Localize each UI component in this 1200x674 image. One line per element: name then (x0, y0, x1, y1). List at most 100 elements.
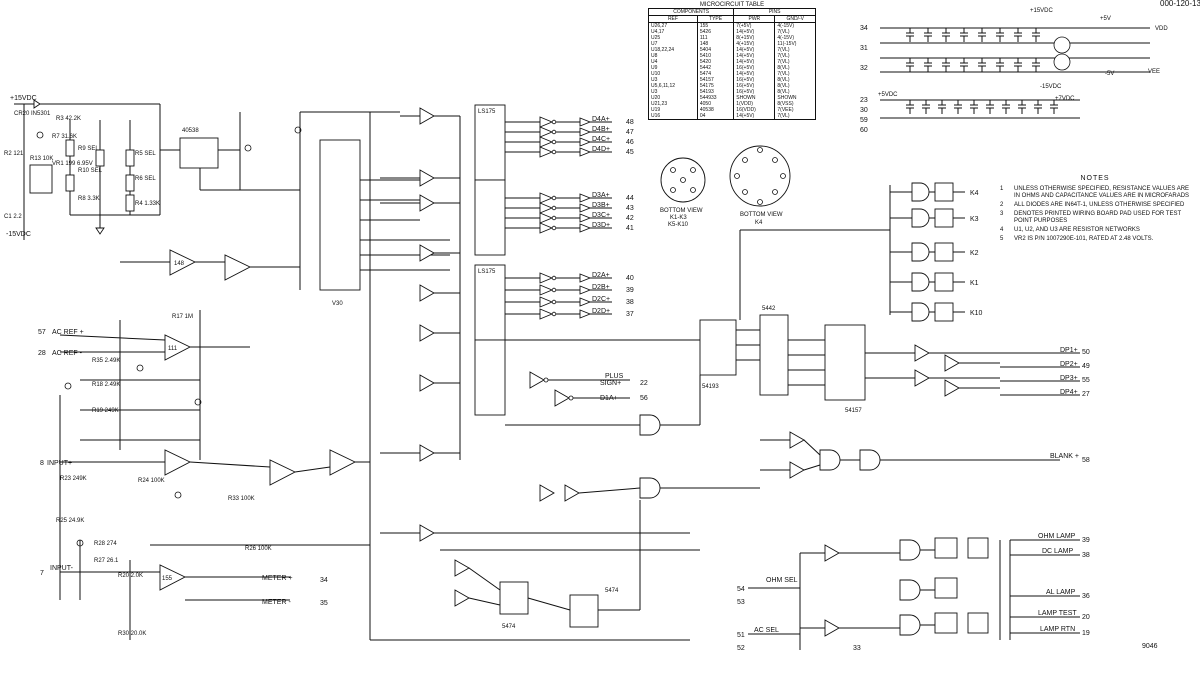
u19-switch: 40538 (160, 112, 300, 191)
note-text: ALL DIODES ARE IN64T-1, UNLESS OTHERWISE… (1014, 202, 1185, 208)
k4-caption2: K4 (755, 220, 763, 226)
table-cell: 8(VL) (774, 89, 816, 95)
lamp-rtn-pin: 19 (1082, 630, 1090, 637)
buffer-icon (579, 213, 592, 223)
table-cell: SHOWN (733, 95, 776, 101)
table-cell: 4(-15V) (774, 35, 816, 41)
part-r9: R9 SEL (78, 146, 99, 152)
pin-59: 59 (860, 117, 868, 124)
table-cell: 54157 (696, 77, 735, 83)
table-cell: 7(VL) (774, 59, 816, 65)
supply-m15-left: -15VDC (6, 231, 31, 238)
part-r10: R10 SEL (78, 168, 103, 174)
supply-p15-top: +15VDC (1030, 8, 1054, 14)
table-cell: 11(-15V) (774, 41, 816, 47)
dp3-pin: 55 (1082, 377, 1090, 384)
relay-coil-icon (934, 242, 954, 262)
digit-output-pin: 37 (626, 311, 634, 318)
inverter-icon (539, 272, 554, 284)
table-cell: 54193 (696, 89, 735, 95)
pin-54: 54 (737, 586, 745, 593)
microcircuit-table: MICROCIRCUIT TABLE COMPONENTS PINS REF T… (647, 2, 816, 120)
table-cell: 5442 (696, 65, 735, 71)
dp4-label: DP4+ (1060, 389, 1078, 396)
table-cell: 5404 (696, 47, 735, 53)
pin-60: 60 (860, 127, 868, 134)
pin-51: 51 (737, 632, 745, 639)
u15-type: 54157 (845, 408, 862, 414)
supply-p5vdc: +5VDC (878, 92, 898, 98)
input-m-label: INPUT- (50, 565, 74, 572)
dc-lamp-label: DC LAMP (1042, 548, 1073, 555)
u3-type: 54193 (702, 384, 719, 390)
u6-type: LS175 (478, 109, 496, 115)
table-cell: 14(+5V) (733, 71, 776, 77)
relay-coil-icon (934, 208, 954, 228)
relay-label: K1 (970, 280, 979, 287)
table-cell: 14(+5V) (733, 113, 776, 120)
table-cell: 8(+15V) (733, 35, 776, 41)
u16-type: 5474 (605, 588, 619, 594)
note-text: U1, U2, AND U3 ARE RESISTOR NETWORKS (1014, 227, 1140, 233)
table-cell: 7(VEE) (774, 107, 816, 113)
k1-caption1: BOTTOM VIEW (660, 208, 703, 214)
part-r5: R5 SEL (135, 151, 156, 157)
pin-7: 7 (40, 570, 44, 577)
col-gnd: GND/-V (774, 15, 816, 23)
pin-57: 57 (38, 329, 46, 336)
input-labels: 57 AC REF + 28 AC REF - 8 INPUT+ 7 INPUT… (38, 310, 272, 640)
buffer-icon (579, 193, 592, 203)
power-decoupling: +15VDC +5V VDD -5V VEE -15VDC +5VDC +7VD… (860, 8, 1168, 134)
sign-driver: PLUS SIGN+ 22 D1A+ 56 (529, 371, 648, 407)
ohm-lamp-pin: 39 (1082, 537, 1090, 544)
digit-output-pin: 41 (626, 225, 634, 232)
digit-output-pin: 38 (626, 299, 634, 306)
supply-p7vdc: +7VDC (1055, 96, 1075, 102)
u27-label: 155 (162, 576, 173, 582)
nand-gate-icon (911, 208, 930, 228)
note-number: 3 (1000, 211, 1004, 217)
inverter-icon (539, 192, 554, 204)
part-r25: R25 24.9K (56, 518, 84, 524)
dc-lamp-pin: 38 (1082, 552, 1090, 559)
connector-k4: BOTTOM VIEW K4 (729, 145, 791, 226)
relay-coil-icon (934, 272, 954, 292)
ac-sel-label: AC SEL (754, 627, 779, 634)
vr3-icon (1053, 53, 1071, 71)
u19-label: 40538 (182, 128, 199, 134)
ground-icon (95, 227, 105, 235)
table-cell: 14(+5V) (733, 29, 776, 35)
col-type: TYPE (696, 15, 735, 23)
dp1-label: DP1+ (1060, 347, 1078, 354)
notes-title: NOTES (1080, 175, 1110, 182)
table-cell: 544933 (696, 95, 735, 101)
v30-label: V30 (332, 301, 343, 307)
supply-m15-top: -15VDC (1040, 84, 1062, 90)
meter-m-label: METER - (262, 599, 291, 606)
table-cell: 7(VL) (774, 29, 816, 35)
relay-label: K2 (970, 250, 979, 257)
blank-logic: BLANK + 58 (505, 375, 1090, 502)
vr1-box (29, 164, 53, 194)
digit-output-label: D4B+ (592, 126, 610, 133)
digit-output-label: D3A+ (592, 192, 610, 199)
diode-cr20-icon (33, 99, 41, 109)
digit-output-label: D2C+ (592, 296, 610, 303)
ohm-lamp-label: OHM LAMP (1038, 533, 1076, 540)
tp6-icon (36, 131, 44, 139)
u7-label: 148 (174, 261, 185, 267)
part-r28: R28 274 (94, 541, 117, 547)
k1-caption3: K5-K10 (668, 222, 689, 228)
table-cell: SHOWN (774, 95, 816, 101)
table-cell: 8(VL) (774, 83, 816, 89)
